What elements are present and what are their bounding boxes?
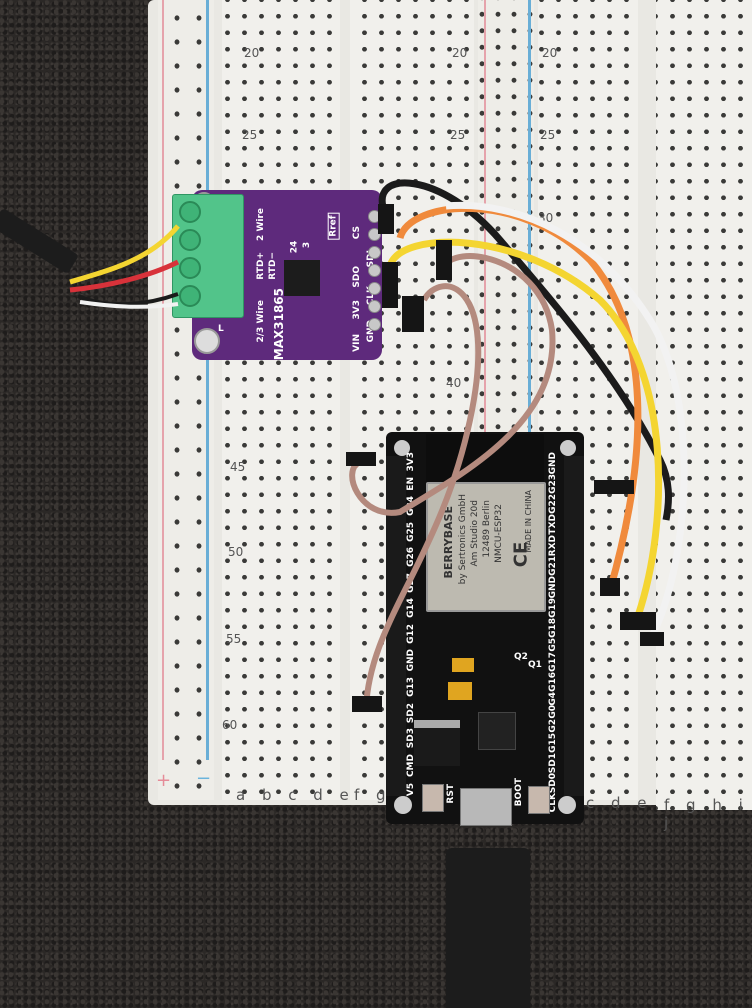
wire-yellow-jumper [386,238,663,618]
voltage-regulator [414,720,460,766]
column-labels-f-j-right: f g h i j [664,796,749,832]
dupont-connector [436,240,452,280]
tantalum-capacitor [448,682,472,700]
screw-icon[interactable] [179,201,201,223]
column-labels-a-e: a b c d e [236,786,355,804]
rail-red-line [162,0,164,760]
reset-button[interactable] [422,784,444,812]
right-pin-header [564,456,584,796]
q1-label: Q1 [528,660,542,670]
max31865-chip [284,260,320,296]
rail-minus-label: − [196,768,212,789]
dupont-connector [378,204,394,234]
row-number-40: 40 [446,376,462,390]
usb-uart-chip [478,712,516,750]
header-pin [368,300,381,313]
row-number-25-right: 25 [540,128,556,142]
row-number-50: 50 [228,545,244,559]
mounting-hole [194,328,220,354]
column-labels-c-e-right: c d e [586,794,653,812]
row-number-20-mid: 20 [452,46,468,60]
dupont-connector [600,578,620,596]
strip-left-a-e [222,0,340,800]
row-number-45: 45 [230,460,246,474]
mounting-hole [560,440,576,456]
dupont-connector [346,452,376,466]
wire-yellow-sensor [69,224,180,285]
left-pin-header [386,456,406,796]
q2-label: Q2 [514,652,528,662]
screw-terminal-block[interactable] [172,194,244,318]
column-labels-f-g: f g [354,786,392,804]
mounting-hole [394,796,412,814]
wire-black-sensor [77,292,179,307]
dupont-connector [402,296,424,332]
boot-button[interactable] [528,786,550,814]
wire-orange-jumper [396,205,642,591]
dupont-connector [594,480,634,494]
wire-red-sensor [69,259,180,293]
row-number-55: 55 [226,632,242,646]
header-pin [368,318,381,331]
header-pin [368,282,381,295]
row-number-60: 60 [222,718,238,732]
dupont-connector [352,696,382,712]
micro-usb-port[interactable] [460,788,512,826]
rail-blue-line [206,0,209,760]
mounting-hole [558,796,576,814]
rail-plus-label: + [156,770,172,791]
header-pin [368,246,381,259]
screw-icon[interactable] [179,257,201,279]
header-pin [368,228,381,241]
left-power-rail [158,0,214,800]
force-label: L [218,324,224,334]
dupont-connector [382,262,398,308]
wire-brown-jumper-1 [349,253,556,516]
row-number-25-mid: 25 [450,128,466,142]
row-number-20-right: 20 [542,46,558,60]
wire-white-jumper [445,201,688,638]
wire-white-sensor [79,300,179,309]
wire-brown-jumper-2 [363,283,482,709]
tantalum-capacitor [452,658,474,672]
screw-icon[interactable] [179,285,201,307]
usb-cable [446,848,530,1008]
mounting-hole [394,440,410,456]
strip-right-f-j [656,0,752,810]
screw-icon[interactable] [179,229,201,251]
row-number-25: 25 [242,128,258,142]
dupont-connector [620,612,656,630]
wire-black-jumper [378,179,672,521]
header-pin [368,264,381,277]
row-number-20: 20 [244,46,260,60]
dupont-connector [640,632,664,646]
